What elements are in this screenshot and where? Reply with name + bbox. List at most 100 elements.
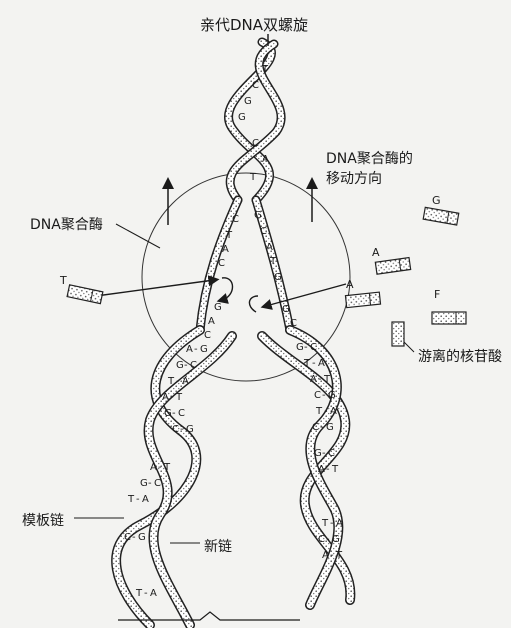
daughter-right-base: T (323, 374, 331, 385)
fork-right-base: A (266, 242, 273, 253)
free-nucleotide (67, 285, 103, 304)
bottom-left-base: T (127, 494, 135, 505)
parent-base: T (261, 64, 269, 75)
insertion-curl-right (249, 296, 258, 312)
bottom-right-base: A (318, 464, 325, 475)
bottom-right-base: C (328, 448, 335, 459)
fork-left-base: C (218, 258, 225, 269)
polymerase-leader-line (116, 224, 160, 248)
free-nucleotide-base: F (434, 288, 440, 301)
fork-left-base: G (214, 302, 222, 313)
fork-left-base: A (208, 316, 215, 327)
daughter-right-base: G (326, 422, 334, 433)
base-pair-bond: - (320, 422, 324, 433)
daughter-left-base: A (162, 392, 169, 403)
free-nucleotide-base: G (432, 194, 441, 207)
daughter-left-base: A (186, 344, 193, 355)
free-nucleotide-label: 游离的核苷酸 (418, 346, 502, 366)
bottom-left-base: T (135, 588, 143, 599)
base-pair-bond: - (172, 408, 176, 419)
base-pair-bond: - (326, 534, 330, 545)
base-pair-bond: - (136, 494, 140, 505)
base-pair-bond: - (312, 358, 316, 369)
bottom-right-base: A (322, 550, 329, 561)
bottom-left-base: A (150, 462, 157, 473)
fork-right-base: G (282, 304, 290, 315)
bottom-left-base: C (124, 532, 131, 543)
free-nucleotide (423, 207, 459, 225)
daughter-right-base: A (318, 358, 325, 369)
parent-base: G (244, 96, 252, 107)
bottom-left-base: G (140, 478, 148, 489)
daughter-left-base: G (186, 424, 194, 435)
fork-left-base: T (225, 230, 233, 241)
nucleotide-in-arrow-left (96, 280, 214, 296)
free-nucleotide-base: A (372, 246, 380, 259)
base-pair-bond: - (324, 406, 328, 417)
daughter-right-base: A (330, 406, 337, 417)
bottom-right-base: T (321, 518, 329, 529)
daughter-left-base: T (167, 376, 175, 387)
free-nucleotide (432, 312, 466, 324)
daughter-left-base: C (178, 408, 185, 419)
polymerase-label: DNA聚合酶 (30, 214, 103, 234)
bottom-right-base: A (336, 518, 343, 529)
bottom-right-base: T (331, 464, 339, 475)
daughter-right-base: C (310, 342, 317, 353)
base-pair-bond: - (326, 464, 330, 475)
base-pair-bond: - (322, 390, 326, 401)
daughter-right-base: G (296, 342, 304, 353)
base-pair-bond: - (194, 344, 198, 355)
daughter-left-base: G (164, 408, 172, 419)
daughter-left-base: C (190, 360, 197, 371)
base-pair-bond: - (144, 588, 148, 599)
base-pair-bond: - (176, 376, 180, 387)
daughter-left-base: T (175, 392, 183, 403)
polymerase-direction-label-line2: 移动方向 (326, 168, 382, 188)
base-pair-bond: - (132, 532, 136, 543)
bottom-right-base: T (335, 550, 343, 561)
daughter-left-base: A (182, 376, 189, 387)
fork-left-base: C (204, 330, 211, 341)
polymerase-direction-label-line1: DNA聚合酶的 (326, 148, 413, 168)
daughter-right-base: C (312, 422, 319, 433)
fork-right-base: T (269, 256, 277, 267)
base-pair-bond: - (318, 374, 322, 385)
fork-left-base: A (222, 244, 229, 255)
base-pair-bond: - (184, 360, 188, 371)
fork-right-base: G (254, 210, 262, 221)
base-pair-bond: - (158, 462, 162, 473)
daughter-right-base: T (315, 406, 323, 417)
new-strand-label: 新链 (204, 536, 232, 556)
template-strand-label: 模板链 (22, 510, 64, 530)
daughter-right-base: A (310, 374, 317, 385)
bottom-left-base: A (142, 494, 149, 505)
base-pair-bond: - (304, 342, 308, 353)
base-pair-bond: - (330, 518, 334, 529)
base-pair-bond: - (148, 478, 152, 489)
parent-base: C (252, 138, 259, 149)
bottom-left-base: A (150, 588, 157, 599)
parent-helix-title: 亲代DNA双螺旋 (200, 14, 308, 35)
nucleotide-legend-icon (392, 322, 404, 346)
insertion-curl-left (222, 278, 233, 300)
left-daughter-helix (116, 330, 232, 625)
base-pair-bond: - (322, 448, 326, 459)
free-nucleotide (345, 292, 380, 307)
fork-right-base: C (260, 226, 267, 237)
daughter-right-base: G (328, 390, 336, 401)
fork-right-base: G (274, 272, 282, 283)
bottom-left-base: T (163, 462, 171, 473)
daughter-right-base: C (314, 390, 321, 401)
daughter-left-base: G (176, 360, 184, 371)
base-pair-bond: - (180, 424, 184, 435)
daughter-left-base: C (172, 424, 179, 435)
bottom-right-base: C (318, 534, 325, 545)
parent-base: G (238, 112, 246, 123)
fork-right-base: C (290, 318, 297, 329)
daughter-right-base: T (303, 358, 311, 369)
free-nucleotide-base: A (346, 278, 354, 291)
free-nucleotide-base: T (59, 274, 67, 287)
parent-base: C (252, 80, 259, 91)
